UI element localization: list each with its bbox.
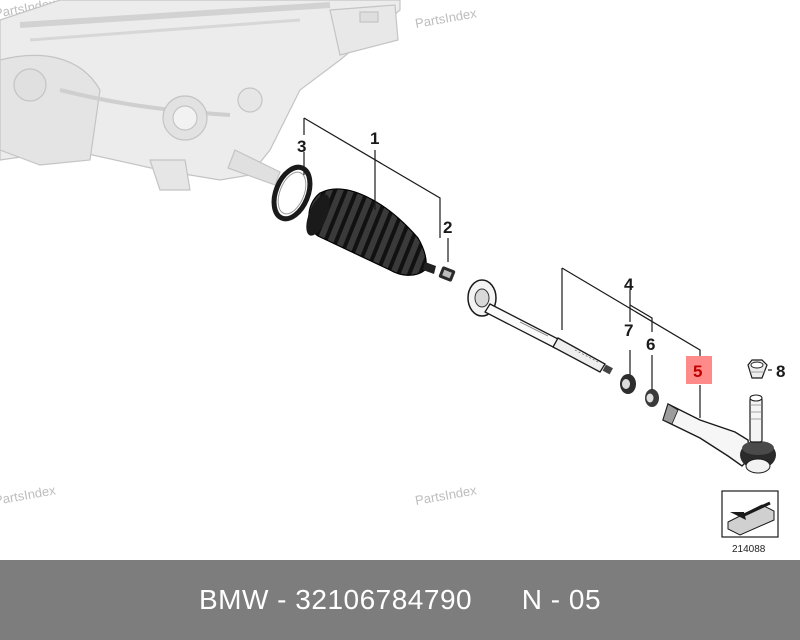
callout-2: 2 <box>443 218 452 237</box>
clamp-ring <box>271 164 313 222</box>
tie-rod-end <box>662 394 776 474</box>
footer-position-label: N - 05 <box>521 584 602 615</box>
bellows-boot <box>306 188 436 276</box>
reference-icon <box>721 490 779 538</box>
footer-bar: BMW - 32106784790 N - 05 <box>0 560 800 640</box>
leader-lines <box>303 117 772 418</box>
self-locking-nut <box>747 359 768 379</box>
highlight-box <box>686 356 712 384</box>
callout-3: 3 <box>297 137 306 156</box>
callout-7: 7 <box>624 321 633 340</box>
small-clamp <box>438 266 456 282</box>
callout-8: 8 <box>776 362 785 381</box>
watermark: PartsIndex <box>414 5 478 31</box>
footer-brand: BMW <box>198 584 269 615</box>
lock-nut <box>620 374 636 394</box>
watermark: PartsIndex <box>414 482 478 508</box>
callout-5: 5 <box>693 362 702 381</box>
footer-separator: - <box>268 584 296 615</box>
footer-part-number: 32106784790 <box>295 584 473 615</box>
callout-4: 4 <box>624 275 634 294</box>
callout-1: 1 <box>370 129 379 148</box>
footer-caption: BMW - 32106784790 N - 05 <box>199 584 601 616</box>
callout-6: 6 <box>646 335 655 354</box>
parts-diagram: PartsIndex PartsIndex PartsIndex PartsIn… <box>0 0 785 555</box>
reference-number: 214088 <box>732 544 766 555</box>
steering-rack-housing <box>0 0 401 191</box>
washer <box>645 389 659 407</box>
watermark: PartsIndex <box>0 482 57 508</box>
inner-tie-rod <box>467 279 613 375</box>
